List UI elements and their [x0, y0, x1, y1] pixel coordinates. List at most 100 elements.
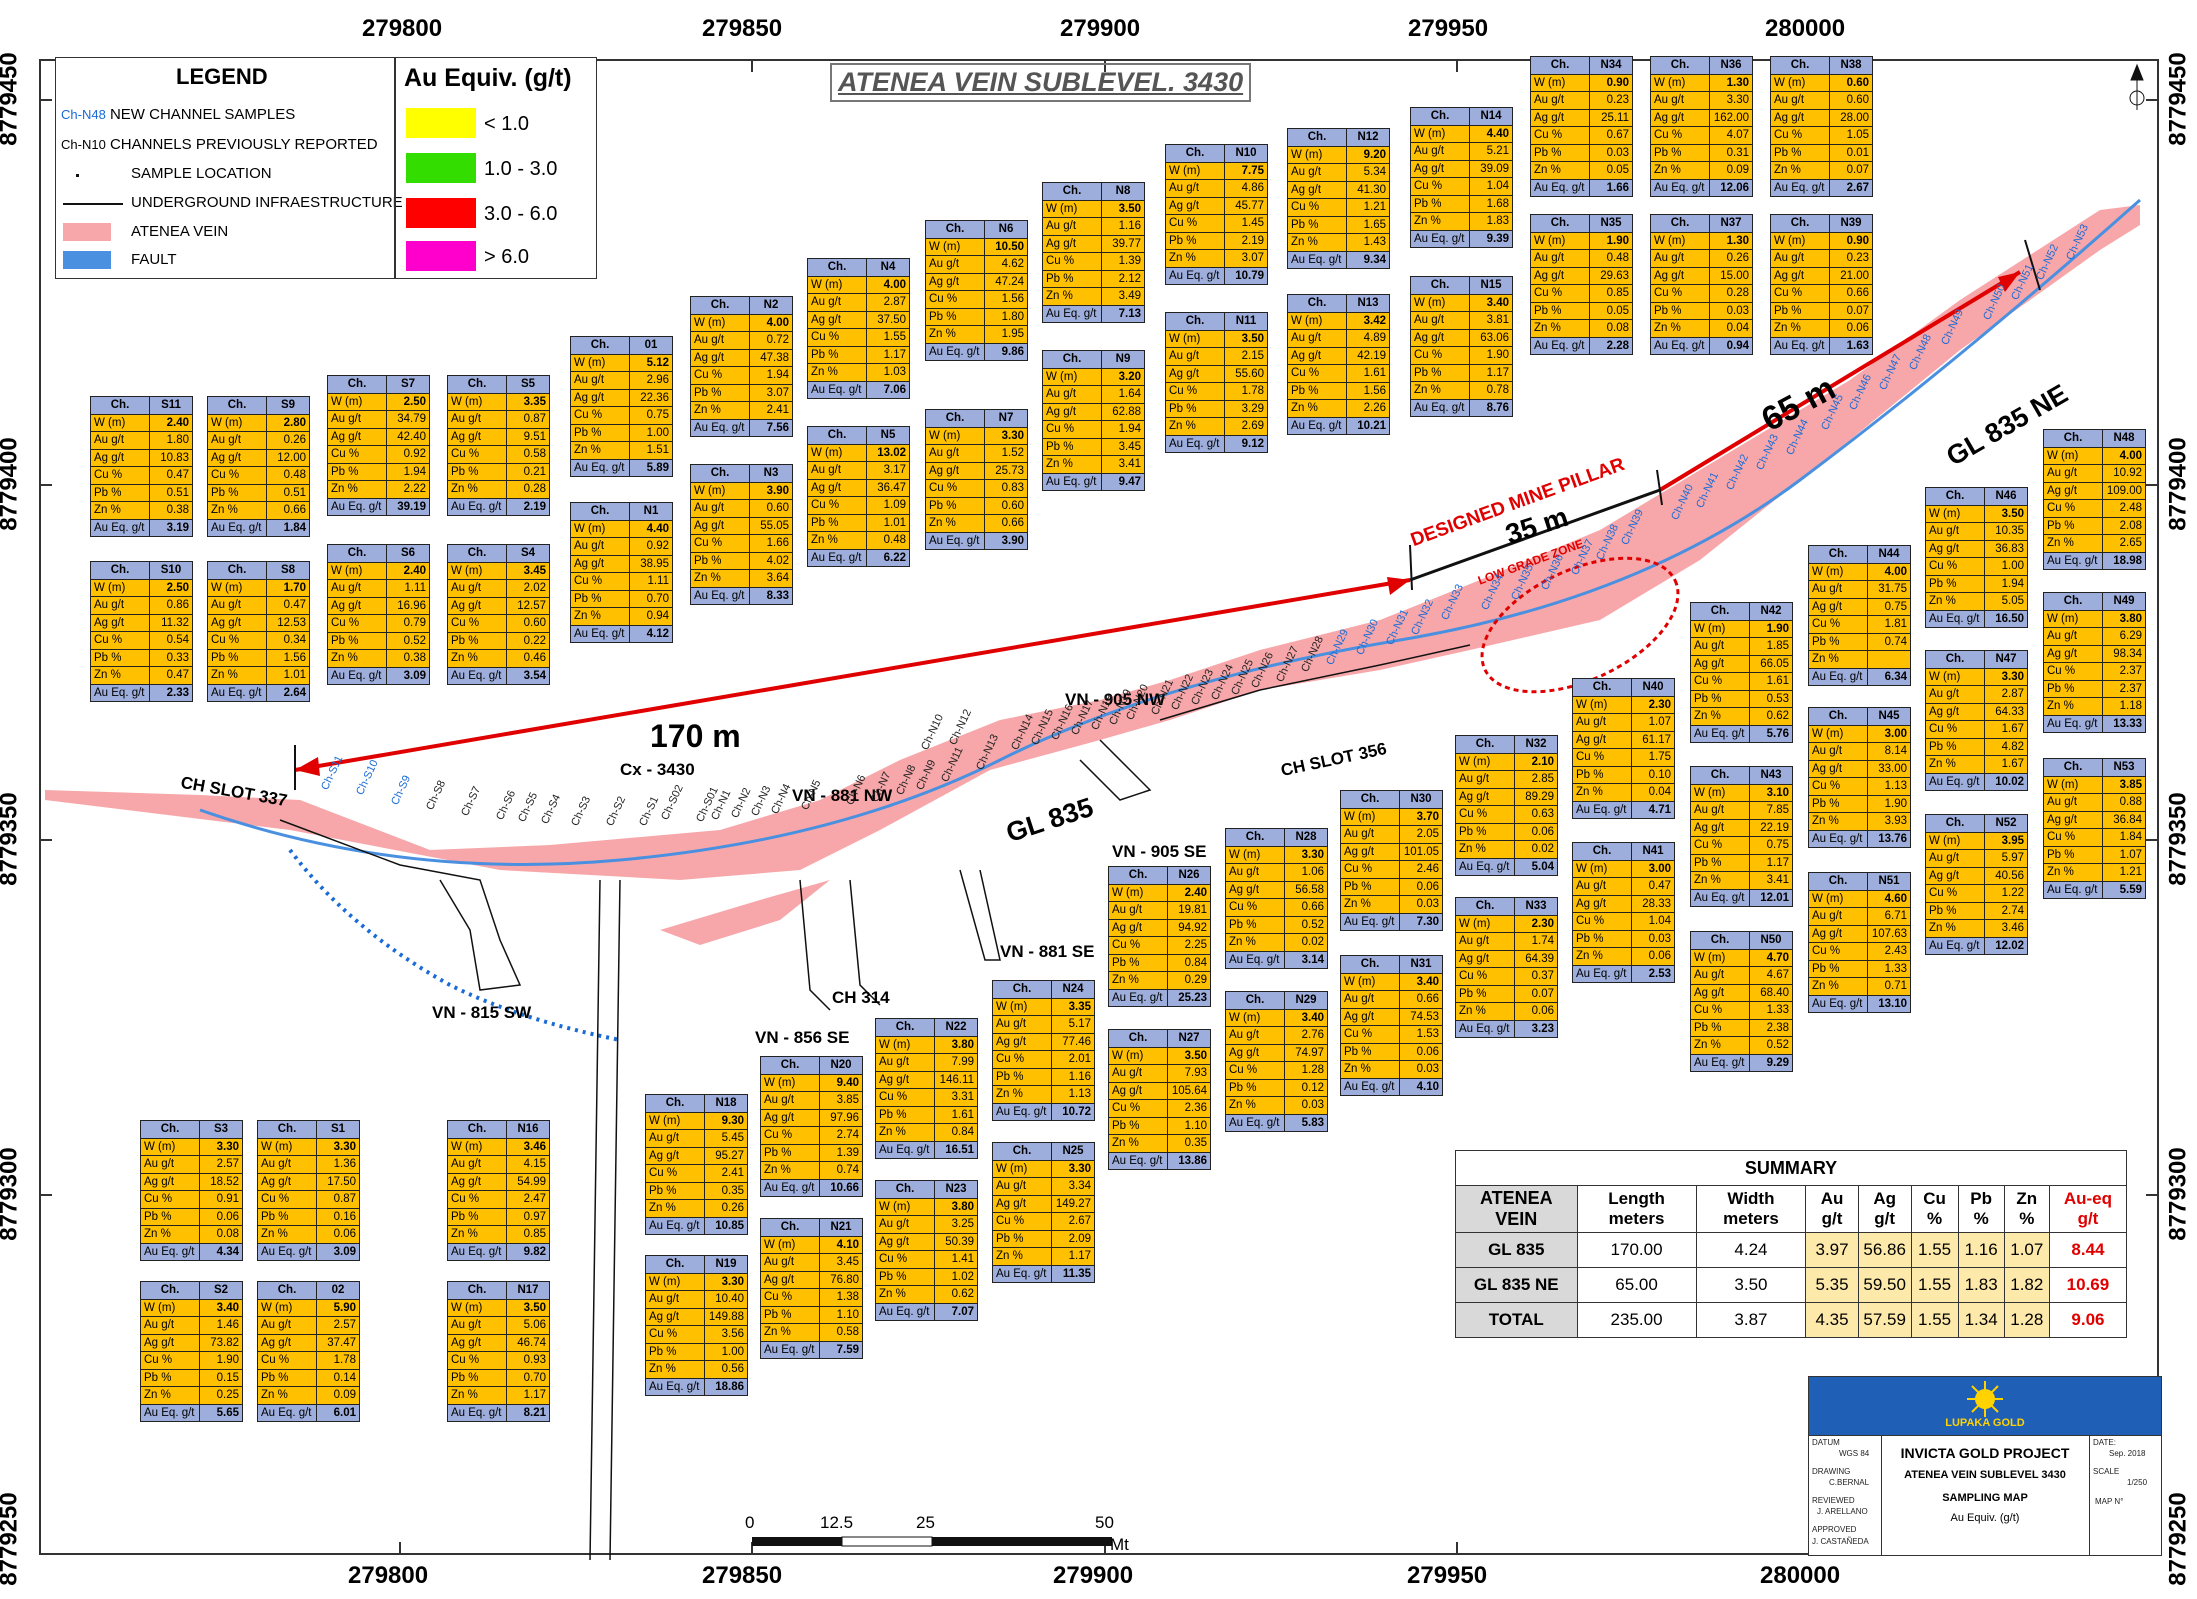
y-label: 8779350 [0, 792, 23, 886]
table-header-label: Ch. [760, 1056, 820, 1075]
row-label: Cu % [925, 290, 985, 309]
summary-cell: 170.00 [1576, 1232, 1697, 1268]
row-label: W (m) [1808, 889, 1868, 908]
row-label: Cu % [1287, 364, 1347, 383]
table-header-id: N47 [1984, 650, 2028, 669]
row-label: W (m) [1925, 667, 1985, 686]
x-label: 279950 [1407, 1562, 1488, 1589]
table-header-label: Ch. [1808, 872, 1868, 891]
table-row: W (m)3.30 [645, 1272, 748, 1291]
row-value: 2.01 [1051, 1050, 1095, 1069]
row-value: 0.07 [1829, 161, 1873, 180]
row-value: 77.46 [1051, 1032, 1095, 1051]
table-header-id: N24 [1051, 980, 1095, 999]
table-row: Cu %1.45 [1165, 214, 1268, 233]
row-value: 3.25 [934, 1215, 978, 1234]
row-label: Au Eq. g/t [1808, 994, 1868, 1013]
table-row: Zn %3.93 [1808, 812, 1911, 831]
table-header-id: N6 [984, 220, 1028, 239]
table-header-id: N4 [866, 258, 910, 277]
row-value: 4.89 [1346, 329, 1390, 348]
row-value: 9.51 [506, 427, 550, 446]
row-label: W (m) [645, 1272, 705, 1291]
table-row: Zn %0.48 [807, 531, 910, 550]
legend-code: Ch-N48 [61, 107, 106, 122]
table-header-label: Ch. [1572, 842, 1632, 861]
table-row: W (m)4.40 [1410, 124, 1513, 143]
row-label: Au Eq. g/t [1572, 964, 1632, 983]
row-value: 46.74 [506, 1333, 550, 1352]
row-label: Au g/t [447, 1316, 507, 1335]
row-label: Au g/t [760, 1091, 820, 1110]
table-row: Pb %0.84 [1108, 953, 1211, 972]
table-header-label: Ch. [1650, 56, 1710, 75]
row-label: Au g/t [645, 1129, 705, 1148]
row-label: W (m) [447, 1137, 507, 1156]
summary-cell: GL 835 NE [1455, 1267, 1578, 1303]
table-row: Zn %1.21 [2043, 863, 2146, 882]
row-label: Zn % [2043, 534, 2103, 553]
row-value: 1.28 [1284, 1061, 1328, 1080]
dist-65-arrow [1658, 270, 2022, 492]
row-value: 1.16 [1051, 1067, 1095, 1086]
row-value: 0.74 [819, 1161, 863, 1180]
row-value: 1.11 [386, 579, 430, 598]
row-value: 3.14 [1284, 950, 1328, 969]
table-header-id: N35 [1589, 214, 1633, 233]
row-value: 1.78 [316, 1351, 360, 1370]
row-label: Zn % [645, 1199, 705, 1218]
row-label: Ag g/t [1455, 949, 1515, 968]
row-label: Cu % [570, 406, 630, 425]
row-value: 2.41 [749, 401, 793, 420]
row-label: W (m) [1165, 329, 1225, 348]
table-row: Zn %0.85 [447, 1225, 550, 1244]
table-header-id: N10 [1224, 144, 1268, 163]
row-value: 7.56 [749, 418, 793, 437]
row-label: Ag g/t [327, 596, 387, 615]
row-label: Au Eq. g/t [1410, 398, 1470, 417]
row-label: W (m) [2043, 775, 2103, 794]
table-row: Pb %1.39 [760, 1143, 863, 1162]
row-label: Au Eq. g/t [1455, 857, 1515, 876]
row-label: Cu % [2043, 828, 2103, 847]
row-label: W (m) [992, 1159, 1052, 1178]
row-value: 19.81 [1167, 901, 1211, 920]
row-value: 3.30 [316, 1137, 360, 1156]
row-label: Zn % [207, 666, 267, 685]
row-label: Ag g/t [1410, 328, 1470, 347]
row-value: 4.00 [1867, 562, 1911, 581]
row-label: Zn % [1690, 1036, 1750, 1055]
table-row: Cu %1.55 [807, 328, 910, 347]
table-header-id: N46 [1984, 487, 2028, 506]
row-label: Au Eq. g/t [645, 1216, 705, 1235]
row-label: W (m) [207, 578, 267, 597]
table-header-label: Ch. [1340, 955, 1400, 974]
row-value: 2.36 [1167, 1099, 1211, 1118]
row-value: 5.34 [1346, 163, 1390, 182]
row-label: Cu % [925, 479, 985, 498]
row-value: 0.60 [749, 499, 793, 518]
row-value: 1.39 [819, 1143, 863, 1162]
row-label: Ag g/t [690, 516, 750, 535]
table-row: W (m)4.40 [570, 519, 673, 538]
table-row: W (m)3.00 [1572, 859, 1675, 878]
row-label: Au g/t [1530, 91, 1590, 110]
table-header-id: N20 [819, 1056, 863, 1075]
table-row: W (m)3.85 [2043, 775, 2146, 794]
row-value: 3.07 [1224, 249, 1268, 268]
row-label: Zn % [925, 325, 985, 344]
scale-label: SCALE [2093, 1467, 2120, 1476]
row-label: Cu % [760, 1288, 820, 1307]
row-value: 4.07 [1709, 126, 1753, 145]
row-label: Zn % [690, 569, 750, 588]
